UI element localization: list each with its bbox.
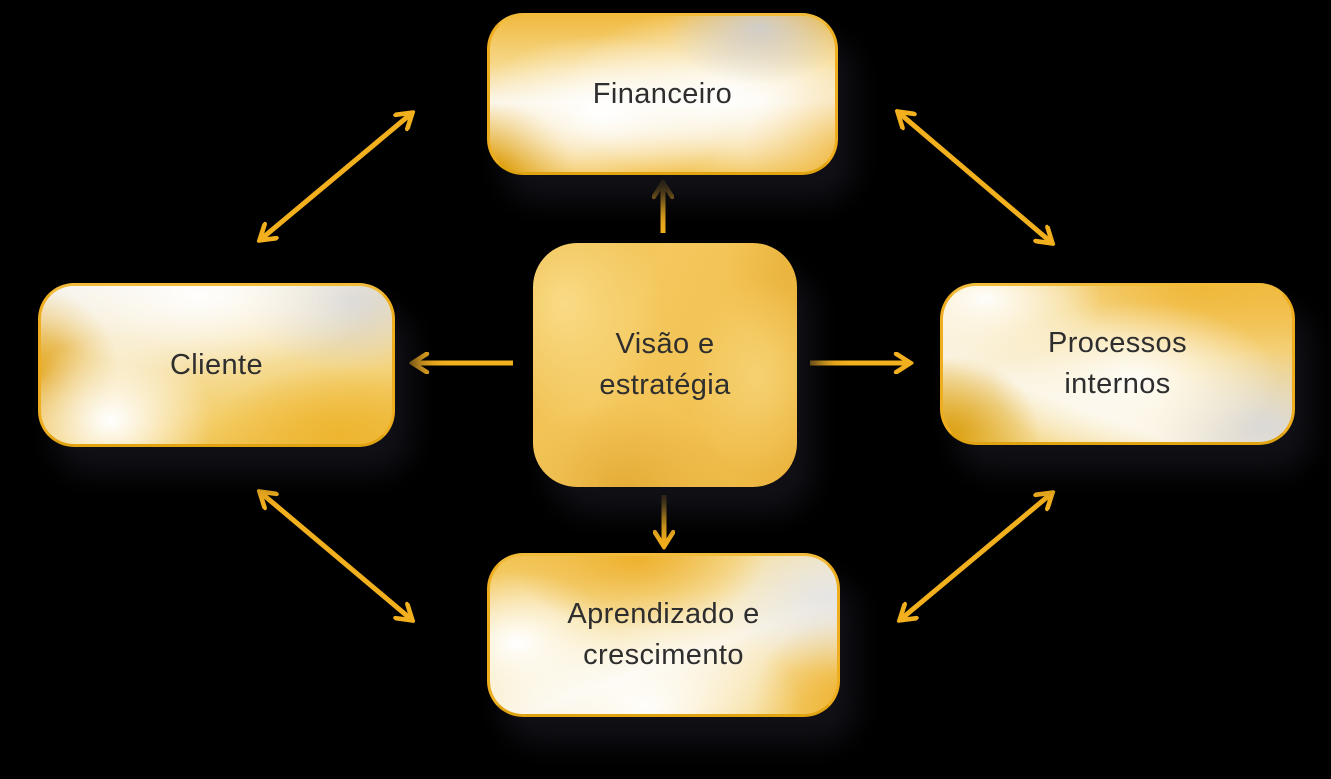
node-cliente: Cliente	[38, 283, 395, 447]
arrow-top-right-bidirectional	[898, 112, 1052, 243]
node-financeiro: Financeiro	[487, 13, 838, 175]
node-aprendizado-crescimento-label: Aprendizado e crescimento	[567, 598, 760, 671]
node-visao-estrategia: Visão e estratégia	[533, 243, 797, 487]
node-processos-internos-label: Processos internos	[1048, 327, 1187, 400]
node-processos-internos: Processos internos	[940, 283, 1295, 445]
node-financeiro-label: Financeiro	[592, 77, 733, 110]
node-visao-estrategia-label: Visão e estratégia	[599, 328, 731, 401]
node-cliente-label: Cliente	[169, 348, 264, 381]
arrow-bottom-left-bidirectional	[260, 492, 412, 620]
arrow-bottom-right-bidirectional	[900, 493, 1052, 620]
node-aprendizado-crescimento: Aprendizado e crescimento	[487, 553, 840, 717]
arrow-top-left-bidirectional	[260, 113, 412, 240]
